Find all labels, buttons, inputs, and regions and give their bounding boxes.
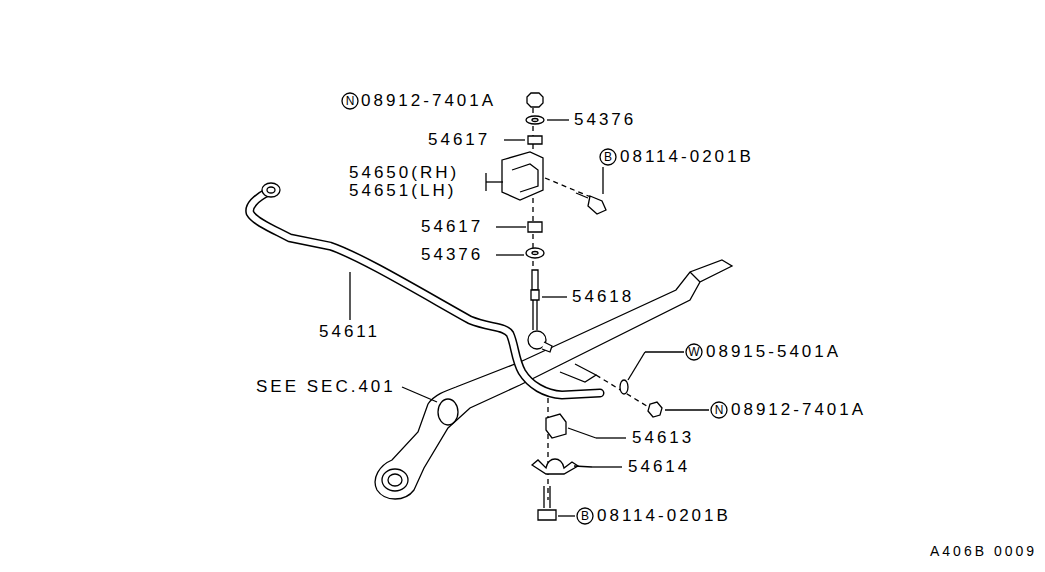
part-number: 08912-7401A: [731, 400, 866, 420]
leader-line: [350, 120, 709, 516]
callout-number: 54617: [421, 217, 483, 237]
callout-number: 54650(RH): [349, 163, 459, 183]
part-number: 08915-5401A: [706, 342, 841, 362]
bolt-head: [538, 510, 556, 520]
bushing: [546, 414, 566, 438]
washer: [526, 248, 544, 258]
washer-hole: [532, 252, 538, 255]
bolt: [588, 196, 606, 214]
callout-number: 54613: [632, 428, 694, 448]
washer: [620, 380, 628, 394]
washer: [526, 116, 544, 124]
callout-number: 54651(LH): [349, 181, 456, 201]
stabilizer-bar: [250, 183, 600, 395]
symbol-letter: N: [341, 92, 359, 110]
part-number: 08114-0201B: [597, 506, 731, 526]
bolt-shank: [576, 193, 588, 198]
washer-hole: [532, 119, 538, 122]
stabilizer-link: [528, 270, 552, 352]
circle-outline: [686, 344, 702, 360]
drawing-number: A406B 0009: [930, 541, 1037, 561]
symbol-letter: B: [576, 507, 594, 525]
bushing: [438, 399, 458, 425]
callout-number: 54617: [428, 130, 490, 150]
symbol-circle: W: [685, 343, 703, 361]
symbol-circle: B: [576, 507, 594, 525]
tube-line: [690, 272, 700, 282]
callout-number: 54611: [319, 322, 380, 342]
nut: [648, 402, 662, 417]
bolt-shank: [549, 486, 550, 508]
callout-number: 54618: [572, 287, 634, 307]
nut: [527, 93, 543, 107]
link-boss: [560, 364, 596, 382]
callout-number: 54376: [574, 110, 636, 130]
bracket-detail: [512, 164, 538, 192]
circle-outline: [600, 149, 616, 165]
bushing-hole: [388, 474, 402, 486]
bracket: [502, 152, 543, 200]
section-reference: SEE SEC.401: [256, 377, 396, 397]
circle-outline: [711, 402, 727, 418]
bushing: [382, 469, 408, 491]
part-number: 08912-7401A: [361, 91, 496, 111]
symbol-circle: N: [710, 401, 728, 419]
callout-number: 54376: [421, 245, 483, 265]
circle-outline: [577, 508, 593, 524]
symbol-circle: B: [599, 148, 617, 166]
bushing: [528, 222, 542, 232]
symbol-letter: N: [710, 401, 728, 419]
bushing: [528, 136, 542, 144]
circle-outline: [342, 93, 358, 109]
bolt-shank: [543, 486, 544, 508]
symbol-circle: N: [341, 92, 359, 110]
symbol-letter: W: [685, 343, 703, 361]
symbol-letter: B: [599, 148, 617, 166]
clamp: [532, 459, 578, 474]
callout-number: 54614: [628, 457, 690, 477]
part-number: 08114-0201B: [620, 147, 754, 167]
